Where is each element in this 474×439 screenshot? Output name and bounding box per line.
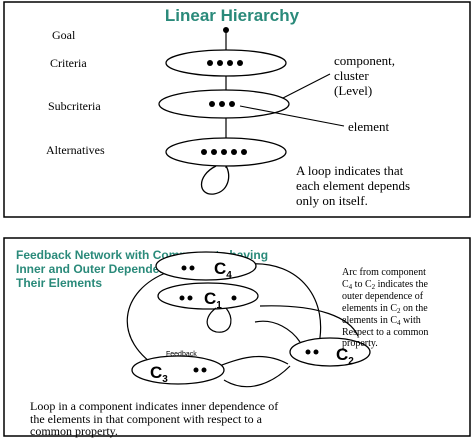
criteria-elements	[207, 60, 243, 66]
label-c4: C4	[214, 259, 232, 281]
component-c1	[157, 282, 259, 310]
component-annotation-3: (Level)	[334, 83, 372, 98]
component-annotation-1: component,	[334, 53, 395, 68]
arc-c1-c2-upper	[259, 305, 359, 337]
component-c4	[155, 251, 257, 281]
label-c1: C1	[204, 289, 222, 311]
bottom-panel-frame	[3, 237, 471, 437]
arc-note-line6: Respect to a common	[342, 327, 428, 338]
label-c3: C3	[150, 363, 168, 385]
element-pointer	[239, 105, 345, 127]
arc-note-line5: elements in C4 with	[342, 315, 421, 327]
criteria-cluster	[165, 49, 287, 77]
loop-note-line3: common property.	[30, 424, 118, 438]
component-pointer	[282, 73, 331, 99]
arc-note-line3: outer dependence of	[342, 291, 424, 302]
level-label-alternatives: Alternatives	[46, 143, 105, 157]
feedback-arc	[213, 355, 289, 369]
top-panel-frame	[3, 1, 471, 218]
top-panel-title: Linear Hierarchy	[165, 6, 300, 25]
arc-note-line7: property.	[342, 338, 378, 349]
c1-self-loop	[206, 307, 232, 333]
arc-c3-c2	[223, 365, 291, 388]
self-loop	[200, 165, 230, 195]
arc-c4-c3	[126, 271, 169, 371]
arc-note-line4: elements in C2 on the	[342, 303, 428, 315]
arc-note: Arc from component C4 to C2 indicates th…	[342, 267, 428, 349]
arc-c1-c2	[254, 320, 301, 343]
arc-note-line1: Arc from component	[342, 267, 426, 278]
bottom-title-3: Their Elements	[16, 276, 102, 290]
loop-annotation-1: A loop indicates that	[296, 163, 404, 178]
label-c2: C2	[336, 345, 354, 367]
alternatives-elements	[201, 149, 247, 155]
element-annotation: element	[348, 119, 390, 134]
arc-note-line2: C4 to C2 indicates the	[342, 279, 428, 291]
loop-annotation-2: each element depends	[296, 178, 410, 193]
component-c3	[131, 355, 225, 385]
level-label-subcriteria: Subcriteria	[48, 99, 101, 113]
feedback-label: Feedback	[166, 351, 197, 358]
loop-note-line1: Loop in a component indicates inner depe…	[30, 399, 278, 413]
subcriteria-elements	[209, 101, 235, 107]
level-label-goal: Goal	[52, 28, 76, 42]
arc-c4-c2	[247, 263, 322, 349]
level-label-criteria: Criteria	[50, 56, 87, 70]
component-annotation-2: cluster	[334, 68, 369, 83]
component-c2	[289, 337, 371, 367]
loop-annotation-3: only on itself.	[296, 193, 368, 208]
loop-note-line2: the elements in that component with resp…	[30, 412, 263, 426]
